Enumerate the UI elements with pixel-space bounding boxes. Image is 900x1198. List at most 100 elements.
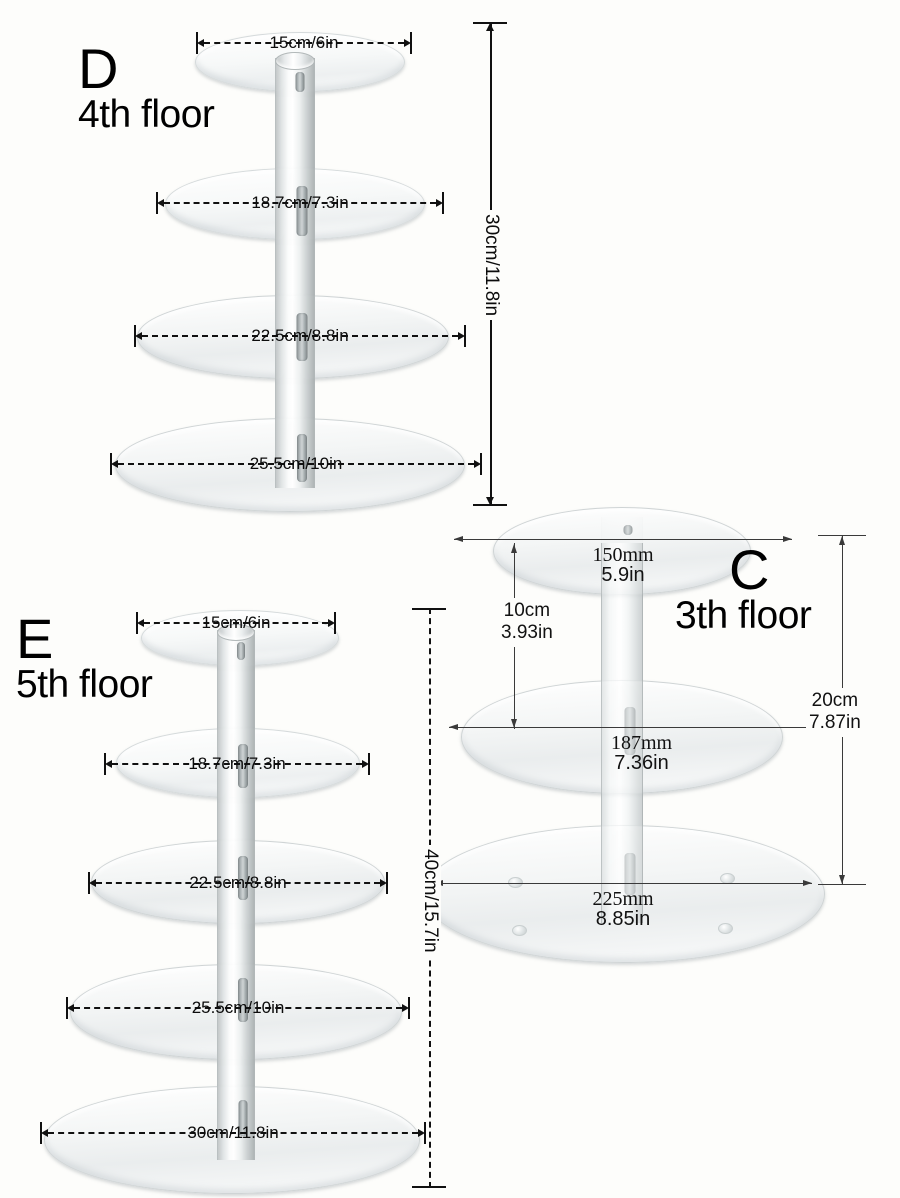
stand-c-heading: C 3th floor — [675, 541, 812, 635]
dimension-label: 22.5cm/8.8in — [189, 873, 287, 892]
arrow-left — [67, 1004, 74, 1012]
cap-bottom — [473, 504, 507, 506]
dim-line — [449, 727, 834, 728]
post-cap-e-front — [217, 624, 255, 641]
connector-e-1 — [237, 642, 245, 660]
dim-line — [164, 202, 436, 204]
tick-right — [334, 612, 336, 634]
connector-c-1 — [623, 525, 633, 535]
arrow-left — [41, 1129, 48, 1137]
dim-line — [454, 539, 792, 540]
arrow-down — [839, 875, 845, 884]
connector-d-2 — [296, 186, 308, 236]
stand-d-floor-label: 4th floor — [78, 93, 215, 137]
dim-line — [144, 622, 328, 624]
arrow-right — [380, 879, 387, 887]
dimension-label-in: 7.36in — [614, 752, 669, 775]
arrow-left — [197, 39, 204, 47]
dimension-c-gap-in: 3.93in — [501, 622, 553, 644]
dim-line — [96, 882, 380, 884]
dim-line — [112, 763, 362, 765]
dimension-e-height-label: 40cm/15.7in — [419, 845, 441, 957]
dim-line — [74, 1007, 402, 1009]
arrow-right — [436, 199, 443, 207]
arrow-down — [511, 719, 517, 728]
arrow-right — [328, 619, 335, 627]
arrow-left — [89, 879, 96, 887]
dimension-label: 18.7cm/7.3in — [251, 193, 349, 212]
arrow-left — [157, 199, 164, 207]
screw-dot-c-3 — [512, 925, 527, 936]
connector-d-3 — [296, 313, 308, 361]
arrow-left — [105, 760, 112, 768]
dimension-label-in: 5.9in — [601, 564, 645, 587]
arrow-right — [803, 879, 812, 886]
stand-e-floor-label: 5th floor — [16, 663, 153, 707]
dimension-c-height-cm: 20cm — [811, 690, 859, 711]
center-post-e-front — [217, 630, 255, 1160]
connector-c-2 — [624, 707, 636, 755]
arrow-right — [418, 1129, 425, 1137]
cap-top — [818, 535, 866, 536]
arrow-up — [839, 536, 845, 545]
stand-c: 150mm 5.9in 187mm 7.36in 225mm 8.85in — [423, 495, 900, 975]
dimension-label: 187mm 7.36in — [611, 733, 672, 774]
tick-right — [408, 997, 410, 1019]
tick-right — [464, 325, 466, 347]
dimension-label: 15cm/6in — [269, 33, 339, 52]
stand-e-heading: E 5th floor — [16, 610, 153, 707]
arrow-up — [511, 544, 517, 553]
connector-c-3 — [624, 853, 636, 895]
connector-d-4 — [297, 434, 307, 482]
tick-right — [410, 32, 412, 54]
stand-d-heading: D 4th floor — [78, 40, 215, 137]
dim-line — [142, 335, 458, 337]
tick-right — [442, 192, 444, 214]
stand-d: 15cm/6in 18.7cm/7.3in 22.5cm/8.8in — [0, 0, 520, 530]
connector-e-5 — [238, 1100, 248, 1136]
arrow-right — [783, 535, 792, 542]
tick-right — [386, 872, 388, 894]
tick-right — [480, 453, 482, 475]
arrow-left — [111, 460, 118, 468]
dimension-label-in: 8.85in — [595, 908, 651, 931]
cap-bottom — [818, 884, 866, 885]
dimension-c-height-label: 20cm 7.87in — [806, 688, 864, 737]
arrow-right — [402, 1004, 409, 1012]
dimension-c-gap-cm: 10cm — [503, 600, 551, 621]
tick-right — [424, 1122, 426, 1144]
dimension-c-gap-label: 10cm 3.93in — [498, 598, 556, 647]
dimension-label: 15cm/6in — [201, 613, 271, 632]
center-post-d-front — [275, 58, 315, 488]
arrow-right — [458, 332, 465, 340]
dimension-label-mm: 225mm — [592, 888, 654, 910]
dimension-label-mm: 187mm — [610, 732, 673, 754]
connector-e-3 — [238, 856, 248, 900]
dimension-d-height-label: 30cm/11.8in — [480, 210, 502, 321]
dimension-label: 25.5cm/10in — [191, 998, 285, 1017]
dim-line — [48, 1132, 418, 1134]
arrow-left — [137, 619, 144, 627]
arrow-down — [486, 497, 494, 505]
screw-dot-c-1 — [508, 877, 523, 888]
tick-right — [368, 753, 370, 775]
dimension-label: 18.7cm/7.3in — [188, 754, 286, 773]
arrow-left — [135, 332, 142, 340]
dim-line — [434, 883, 812, 884]
stand-e: 15cm/6in 18.7cm/7.3in 22.5cm/8.8in — [0, 598, 450, 1198]
arrow-left — [454, 535, 463, 542]
dimension-label-mm: 150mm — [592, 544, 654, 566]
screw-dot-c-4 — [718, 923, 733, 934]
dimension-label: 225mm 8.85in — [592, 889, 653, 930]
dimension-label: 150mm 5.9in — [592, 545, 653, 586]
arrow-right — [404, 39, 411, 47]
cap-top — [412, 608, 446, 610]
arrow-right — [362, 760, 369, 768]
dimension-label: 30cm/11.8in — [187, 1123, 279, 1142]
connector-e-2 — [238, 744, 248, 788]
dim-line — [118, 463, 474, 465]
dimension-c-height-in: 7.87in — [809, 712, 861, 734]
dimension-label: 25.5cm/10in — [249, 454, 343, 473]
post-cap-d-front — [275, 52, 315, 70]
